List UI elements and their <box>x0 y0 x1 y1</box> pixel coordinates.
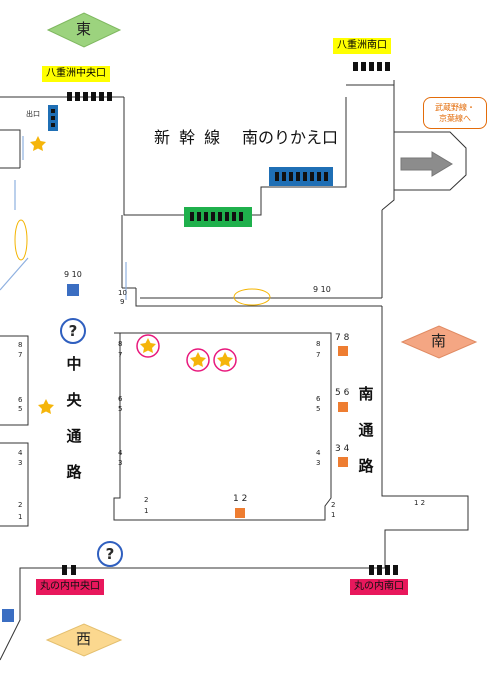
shinkansen-gate-green <box>184 207 252 227</box>
stair-orange-56 <box>338 402 348 412</box>
exit-yaesu-central[interactable]: 八重洲中央口 <box>42 66 110 82</box>
transfer-callout[interactable]: 武蔵野線・ 京葉線へ <box>423 97 487 129</box>
shinkansen-transfer: 南のりかえ口 <box>242 128 339 147</box>
stair-orange-78 <box>338 346 348 356</box>
help-icon[interactable]: ? <box>60 318 86 344</box>
left-track-6: 6 <box>18 396 23 404</box>
marunouchi-south-gates <box>369 565 398 575</box>
yaesu-south-gates <box>353 62 390 71</box>
inner-right-3: 3 <box>316 459 321 467</box>
left-track-4: 4 <box>18 449 23 457</box>
inner-right-8: 8 <box>316 340 321 348</box>
shinkansen-outline <box>123 97 347 216</box>
south-loop <box>394 131 467 191</box>
callout-line1: 武蔵野線・ <box>435 103 475 112</box>
callout-line2: 京葉線へ <box>439 114 471 123</box>
south-passage-label: 南 通 路 <box>358 385 374 475</box>
star-icon <box>30 136 54 414</box>
elevator-oval-left <box>14 219 28 261</box>
left-track-2: 2 <box>18 501 23 509</box>
exit-small-label: 出口 <box>26 110 40 118</box>
exit-gate-small <box>48 105 58 131</box>
stair-orange-12 <box>235 508 245 518</box>
exit-yaesu-south[interactable]: 八重洲南口 <box>333 38 391 54</box>
yaesu-central-gates <box>67 92 112 101</box>
left-track-8: 8 <box>18 341 23 349</box>
left-track-5: 5 <box>18 405 23 413</box>
inner-right-1: 1 <box>331 511 336 519</box>
stair-label-56: 5 6 <box>335 388 350 398</box>
left-platform-upper <box>0 335 29 426</box>
inner-left-4: 4 <box>118 449 123 457</box>
east-label: 東 <box>76 20 92 38</box>
inner-left-5: 5 <box>118 405 123 413</box>
inner-left-1: 1 <box>144 507 149 515</box>
left-upper-wall <box>0 129 21 168</box>
stair-label-34: 3 4 <box>335 444 350 454</box>
east-diamond <box>46 12 122 48</box>
marunouchi-central-gates <box>62 565 76 575</box>
inner-left-3: 3 <box>118 459 123 467</box>
central-passage-label: 中 央 通 路 <box>66 355 82 481</box>
inner-right-6: 6 <box>316 395 321 403</box>
inner-left-2: 2 <box>144 496 149 504</box>
stair-blue-910 <box>67 284 79 296</box>
track-label-9-10-mid: 9 10 <box>313 285 331 294</box>
west-diamond <box>45 623 123 657</box>
south-diamond <box>400 325 478 359</box>
left-track-7: 7 <box>18 351 23 359</box>
inner-left-7: 7 <box>118 351 123 359</box>
west-label: 西 <box>76 630 92 648</box>
direction-arrow <box>400 151 453 177</box>
track-label-9: 9 <box>120 298 125 306</box>
ringed-star-icons <box>136 334 237 372</box>
inner-right-2: 2 <box>331 501 336 509</box>
exit-marunouchi-central[interactable]: 丸の内中央口 <box>36 579 104 595</box>
stair-label-12: 1 2 <box>233 494 248 504</box>
stair-orange-34 <box>338 457 348 467</box>
inner-right-7: 7 <box>316 351 321 359</box>
south-label: 南 <box>431 332 447 350</box>
shinkansen-title: 新 幹 線 <box>154 128 223 147</box>
south-track-12: 1 2 <box>414 499 426 507</box>
elevator-oval-mid <box>233 288 271 306</box>
track-label-10: 10 <box>118 289 127 297</box>
inner-right-5: 5 <box>316 405 321 413</box>
stair-label-78: 7 8 <box>335 333 350 343</box>
inner-left-6: 6 <box>118 395 123 403</box>
stair-blue-bottom <box>2 609 14 622</box>
left-track-1: 1 <box>18 513 23 521</box>
shinkansen-gate-blue <box>269 167 333 186</box>
inner-right-4: 4 <box>316 449 321 457</box>
left-platform-lower <box>0 442 29 527</box>
track-label-9-10-left: 9 10 <box>64 270 82 279</box>
exit-marunouchi-south[interactable]: 丸の内南口 <box>350 579 408 595</box>
central-concourse-outline <box>113 332 332 521</box>
inner-left-8: 8 <box>118 340 123 348</box>
help-icon[interactable]: ? <box>97 541 123 567</box>
left-track-3: 3 <box>18 459 23 467</box>
